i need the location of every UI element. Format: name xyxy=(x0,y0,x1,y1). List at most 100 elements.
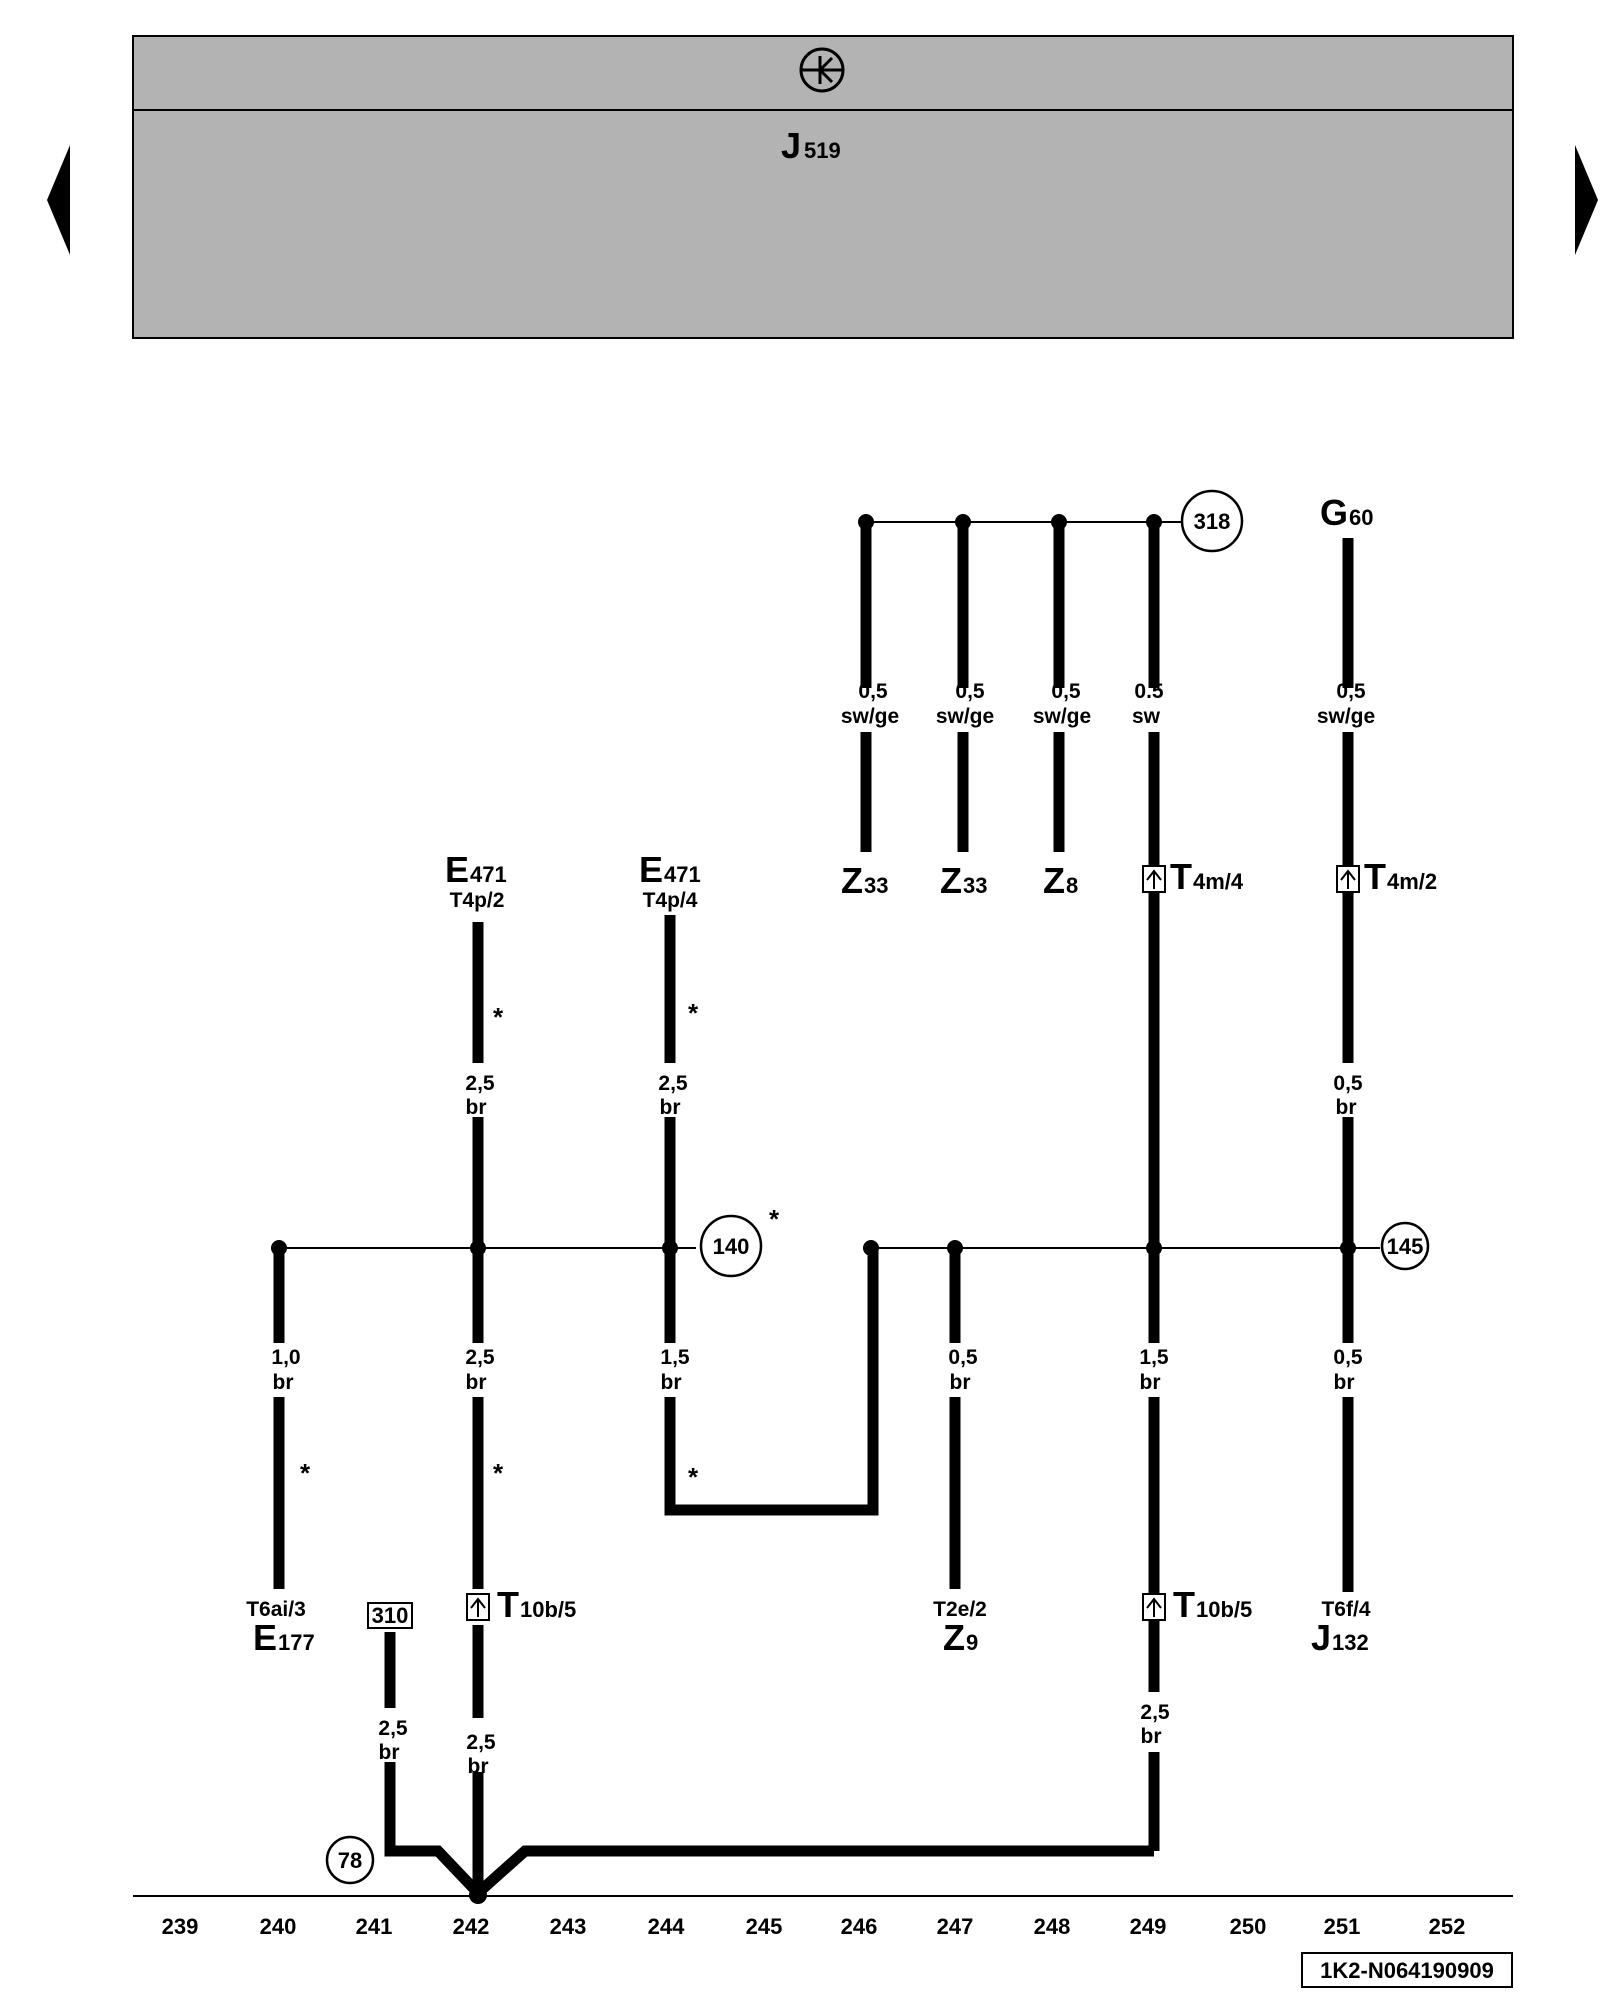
wire-size-label: 0,5 xyxy=(1336,680,1366,703)
asterisk-note: * xyxy=(688,998,699,1028)
asterisk-note: * xyxy=(493,1458,504,1488)
junction-dot xyxy=(863,1240,879,1256)
connection-140-label: 140 xyxy=(713,1234,750,1259)
junction-dot xyxy=(1340,1240,1356,1256)
wire-color-label: br xyxy=(273,1371,294,1394)
pin-label-t4p4: T4p/4 xyxy=(643,889,698,912)
wire-e471b-loop xyxy=(664,1248,879,1516)
pin-label-t6f4: T6f/4 xyxy=(1321,1598,1370,1621)
wire-size-label: 1,5 xyxy=(1139,1346,1169,1369)
component-e471-a: E471 xyxy=(445,849,507,890)
component-g60: G60 xyxy=(1320,492,1374,533)
asterisk-annotations: * * * * * * xyxy=(300,998,780,1492)
connection-78-label: 78 xyxy=(338,1848,362,1873)
connector-t10b5-b: T10b/5 xyxy=(1173,1584,1252,1625)
asterisk-note: * xyxy=(769,1204,780,1234)
wire-size-label: 0.5 xyxy=(1134,680,1164,703)
connector-pin-icon xyxy=(466,1593,490,1621)
wire-size-label: 1,5 xyxy=(660,1346,690,1369)
scale-number: 247 xyxy=(937,1914,974,1939)
scale-number: 242 xyxy=(453,1914,490,1939)
scale-number: 241 xyxy=(356,1914,393,1939)
asterisk-note: * xyxy=(688,1462,699,1492)
wire-color-label: br xyxy=(1140,1371,1161,1394)
wire-color-label: br xyxy=(379,1741,400,1764)
wire-size-label: 0,5 xyxy=(1051,680,1081,703)
junction-dot xyxy=(470,1240,486,1256)
scale-number: 239 xyxy=(162,1914,199,1939)
pin-label-t6ai3: T6ai/3 xyxy=(246,1598,306,1621)
junction-dot xyxy=(858,514,874,530)
triangle-left-icon[interactable] xyxy=(47,145,70,255)
scale-number: 245 xyxy=(746,1914,783,1939)
wire-color-label: sw xyxy=(1132,705,1161,728)
connector-t10b5-a: T10b/5 xyxy=(497,1584,576,1625)
wire-size-label: 0,5 xyxy=(858,680,888,703)
connection-145[interactable]: 145 xyxy=(1380,1221,1430,1271)
connection-318-label: 318 xyxy=(1194,509,1231,534)
wire-color-label: sw/ge xyxy=(1317,705,1375,728)
pin-label-t4p2: T4p/2 xyxy=(450,889,505,912)
connector-t4m2: T4m/2 xyxy=(1364,856,1437,897)
junction-dot xyxy=(271,1240,287,1256)
component-e177: E177 xyxy=(253,1617,315,1658)
wire-size-label: 0,5 xyxy=(1333,1346,1363,1369)
component-z9: Z9 xyxy=(943,1617,978,1658)
scale-number: 250 xyxy=(1230,1914,1267,1939)
connection-140[interactable]: 140 xyxy=(699,1214,763,1278)
connector-t4m4: T4m/4 xyxy=(1170,856,1244,897)
wire-ground-return xyxy=(474,1845,1154,1898)
connection-145-label: 145 xyxy=(1387,1234,1424,1259)
connection-310[interactable]: 310 xyxy=(367,1602,413,1629)
wire-310-bottom xyxy=(384,1762,482,1897)
earth-circle-symbol-icon xyxy=(799,47,845,93)
scale-number: 249 xyxy=(1130,1914,1167,1939)
asterisk-note: * xyxy=(300,1458,311,1488)
junction-dot xyxy=(947,1240,963,1256)
connection-78[interactable]: 78 xyxy=(325,1835,375,1885)
thick-wires xyxy=(273,522,1354,1898)
wire-color-label: br xyxy=(660,1096,681,1119)
wire-color-label: br xyxy=(1334,1371,1355,1394)
wire-color-label: sw/ge xyxy=(841,705,899,728)
triangle-right-icon[interactable] xyxy=(1575,145,1598,255)
scale-number: 244 xyxy=(648,1914,685,1939)
wire-size-label: 2,5 xyxy=(465,1346,495,1369)
junction-dot xyxy=(1051,514,1067,530)
wire-color-label: br xyxy=(466,1096,487,1119)
wire-color-label: br xyxy=(1336,1096,1357,1119)
wire-color-label: br xyxy=(661,1371,682,1394)
wire-color-label: br xyxy=(468,1755,489,1778)
wire-size-label: 2,5 xyxy=(378,1717,408,1740)
component-z8: Z8 xyxy=(1043,860,1078,901)
wire-color-label: sw/ge xyxy=(936,705,994,728)
wire-size-label: 2,5 xyxy=(466,1731,496,1754)
connector-pin-icon xyxy=(1142,1593,1166,1621)
pin-label-t2e2: T2e/2 xyxy=(933,1598,987,1621)
document-id-box: 1K2-N064190909 xyxy=(1301,1952,1513,1988)
wire-color-label: br xyxy=(466,1371,487,1394)
junction-dots xyxy=(271,514,1356,1904)
scale-number: 240 xyxy=(260,1914,297,1939)
junction-dot xyxy=(1146,1240,1162,1256)
wire-size-label: 0,5 xyxy=(955,680,985,703)
wire-size-label: 2,5 xyxy=(465,1072,495,1095)
scale-number: 243 xyxy=(550,1914,587,1939)
control-unit-band xyxy=(132,35,1514,339)
connector-pin-icon xyxy=(1142,865,1166,893)
scale-number: 252 xyxy=(1429,1914,1466,1939)
asterisk-note: * xyxy=(493,1002,504,1032)
scale-number: 251 xyxy=(1324,1914,1361,1939)
wire-size-label: 1,0 xyxy=(271,1346,300,1369)
current-path-scale: 239 240 241 242 243 244 245 246 247 248 … xyxy=(162,1914,1466,1939)
wire-color-label: br xyxy=(1141,1725,1162,1748)
scale-number: 246 xyxy=(841,1914,878,1939)
wire-labels: 0,5 sw/ge 0,5 sw/ge 0,5 sw/ge 0.5 sw 0,5… xyxy=(271,680,1375,1778)
component-z33-a: Z33 xyxy=(841,860,888,901)
connection-318[interactable]: 318 xyxy=(1154,489,1244,553)
wire-color-label: br xyxy=(950,1371,971,1394)
connector-pin-icon xyxy=(1336,865,1360,893)
wire-size-label: 2,5 xyxy=(1140,1701,1170,1724)
